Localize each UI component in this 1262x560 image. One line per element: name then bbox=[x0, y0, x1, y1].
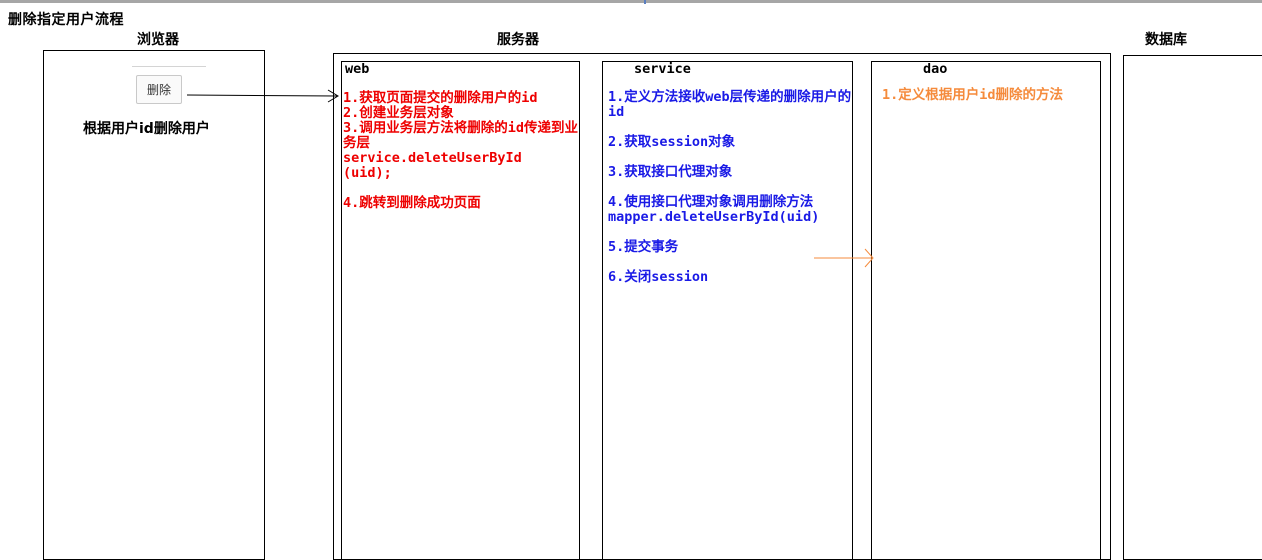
service-step-3: 3.获取接口代理对象 bbox=[608, 164, 733, 180]
database-box bbox=[1123, 55, 1262, 560]
web-step-4: 4.跳转到删除成功页面 bbox=[343, 195, 481, 211]
page-title: 删除指定用户流程 bbox=[8, 12, 124, 28]
window-top-border bbox=[0, 0, 1262, 3]
web-layer-title: web bbox=[345, 61, 370, 77]
dao-layer-box bbox=[871, 61, 1101, 560]
service-step-2: 2.获取session对象 bbox=[608, 134, 736, 150]
delete-button[interactable]: 删除 bbox=[136, 75, 182, 104]
service-layer-title: service bbox=[634, 61, 691, 77]
dao-layer-title: dao bbox=[923, 61, 948, 77]
dao-step-1: 1.定义根据用户id删除的方法 bbox=[882, 87, 1064, 103]
service-step-6: 6.关闭session bbox=[608, 269, 709, 285]
browser-caption: 根据用户id删除用户 bbox=[83, 121, 210, 137]
web-step-2: 2.创建业务层对象 bbox=[343, 105, 454, 121]
web-layer-box bbox=[341, 61, 580, 560]
column-title-browser: 浏览器 bbox=[137, 32, 179, 48]
top-border-mark bbox=[644, 0, 646, 4]
arrow-service-to-dao bbox=[814, 248, 874, 268]
button-divider bbox=[132, 66, 206, 67]
service-step-5: 5.提交事务 bbox=[608, 239, 679, 255]
web-step-1: 1.获取页面提交的删除用户的id bbox=[343, 90, 538, 106]
arrow-browser-to-web bbox=[186, 89, 339, 103]
service-step-1: 1.定义方法接收web层传递的删除用户的id bbox=[608, 89, 852, 120]
column-title-database: 数据库 bbox=[1145, 32, 1187, 48]
service-step-4: 4.使用接口代理对象调用删除方法 mapper.deleteUserById(u… bbox=[608, 194, 820, 225]
service-layer-box bbox=[602, 61, 853, 560]
column-title-server: 服务器 bbox=[497, 32, 539, 48]
web-step-3: 3.调用业务层方法将删除的id传递到业务层 service.deleteUser… bbox=[343, 120, 579, 181]
